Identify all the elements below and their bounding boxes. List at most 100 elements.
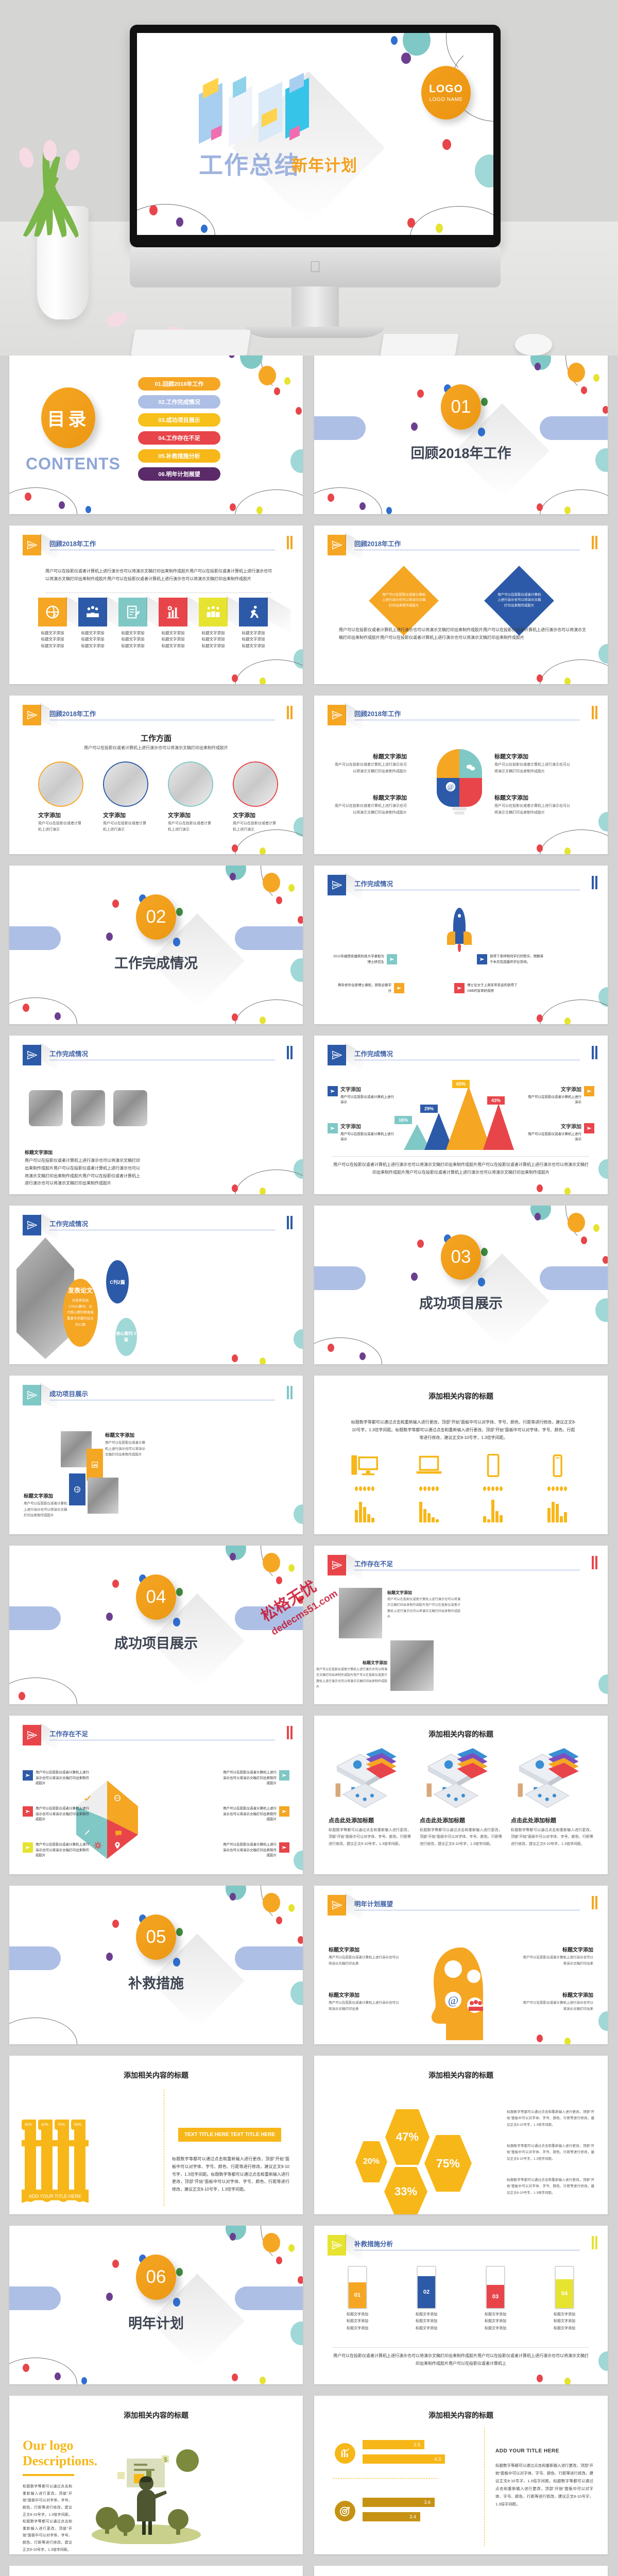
slide-head-diagram[interactable]: 明年计划展望 @ 标题文字添加 用户可以在投影仪或者计算机上进行演示也可以将演示… xyxy=(314,1886,608,2044)
section-number-06: 06 xyxy=(136,2255,176,2300)
slide-section-06[interactable]: 06 明年计划 xyxy=(9,2226,303,2384)
device-column-laptop[interactable] xyxy=(407,1454,451,1522)
dashed-divider xyxy=(484,2428,485,2546)
toc-item-06[interactable]: 06.明年计划展望 xyxy=(138,467,220,481)
papers-center-bubble[interactable]: 发表论文 共发表包括CSSCI期刊、北大核心期刊和省级重要学术期刊论文共12篇 xyxy=(63,1279,98,1347)
pinwheel-note-5[interactable]: 用户可以在投影仪或者计算机上进行演示也可以将演示文稿打印出来制作成胶片 xyxy=(23,1842,89,1859)
plane-icon xyxy=(23,1842,33,1853)
diamond-card-blue[interactable]: 用户可以在投影仪或者计算机上进行演示也可以将演示文稿打印出来制作成胶片 xyxy=(484,566,554,636)
slide-section-04[interactable]: 04 成功项目展示 xyxy=(9,1546,303,1704)
battery-column[interactable]: 02 标题文字添加标题文字添加标题文字添加 xyxy=(406,2266,447,2332)
pinwheel-note-4[interactable]: 用户可以在投影仪或者计算机上进行演示也可以将演示文稿打印出来制作成胶片 xyxy=(223,1806,289,1823)
rocket-note-2[interactable]: 获得了老师和同学们的赞许。预期将于本月完成最终学位答辩。 xyxy=(477,954,543,965)
slide-test-tubes[interactable]: 添加相关内容的标题 80% 42% 70% 60% ADD YOUR TITLE… xyxy=(9,2056,303,2214)
slide-section-02[interactable]: 02 工作完成情况 xyxy=(9,866,303,1024)
shortfall-item-2[interactable]: 标题文字添加 用户可以在投影仪或者计算机上进行演示也可以将演示文稿打印出来制作成… xyxy=(316,1660,387,1691)
diamond-card-orange[interactable]: 用户可以在投影仪或者计算机上进行演示也可以将演示文稿打印出来制作成胶片 xyxy=(369,566,439,636)
slide-review-diamonds[interactable]: 回顾2018年工作 用户可以在投影仪或者计算机上进行演示也可以将演示文稿打印出来… xyxy=(314,526,608,684)
shortfall-item-1[interactable]: 标题文字添加 用户可以在投影仪或者计算机上进行演示也可以将演示文稿打印出来制作成… xyxy=(387,1590,460,1621)
bar-chart-icon xyxy=(92,1462,98,1468)
battery-column[interactable]: 03 标题文字添加标题文字添加标题文字添加 xyxy=(475,2266,516,2332)
head-item-tr[interactable]: 标题文字添加 用户可以在投影仪或者计算机上进行演示也可以将演示文稿打印出来 xyxy=(521,1945,594,1968)
toc-item-05[interactable]: 05.补救措施分析 xyxy=(138,449,220,463)
pinwheel-note-3[interactable]: 用户可以在投影仪或者计算机上进行演示也可以将演示文稿打印出来制作成胶片 xyxy=(23,1806,89,1823)
slide-photo-strip[interactable]: 工作完成情况 标题文字添加 用户可以在投影仪或者计算机上进行演示也可以将演示文稿… xyxy=(9,1036,303,1194)
slide-hexagons[interactable]: 添加相关内容的标题 20% 47% 33% 75% 标题数字等都可以通过点击和重… xyxy=(314,2056,608,2214)
papers-bubble-core[interactable]: 核心期刊 3篇 xyxy=(115,1318,137,1356)
plane-icon xyxy=(328,1123,338,1133)
item-title: 标题文字添加 xyxy=(363,1660,387,1665)
icon-tile[interactable]: 标题文字添加标题文字添加标题文字添加 xyxy=(239,598,268,649)
slide-section-01[interactable]: 01 回顾2018年工作 xyxy=(314,355,608,514)
iso-card[interactable]: 点击此处添加标题 标题数字等都可以通过点击和重新输入进行更改，顶部“开始”面板中… xyxy=(511,1744,593,1848)
slide-published-papers[interactable]: 工作完成情况 发表论文 共发表包括CSSCI期刊、北大核心期刊和省级重要学术期刊… xyxy=(9,1206,303,1364)
bulb-item-bl[interactable]: 标题文字添加 用户可以在投影仪或者计算机上进行演示也可以将演示文稿打印出来制作成… xyxy=(335,793,407,816)
mountain-label-1[interactable]: 文字添加 用户可以在投影仪或者计算机上进行演示 xyxy=(328,1086,394,1106)
slide-header-title: 明年计划展望 xyxy=(354,1901,393,1908)
head-item-br[interactable]: 标题文字添加 用户可以在投影仪或者计算机上进行演示也可以将演示文稿打印出来 xyxy=(521,1991,594,2013)
battery-column[interactable]: 01 标题文字添加标题文字添加标题文字添加 xyxy=(337,2266,378,2332)
icon-tile[interactable]: 标题文字添加标题文字添加标题文字添加 xyxy=(38,598,67,649)
slide-lightbulb[interactable]: 回顾2018年工作 @ 标题文字添加 用户可以在投影仪或者计算机上 xyxy=(314,696,608,854)
aspect-card[interactable]: 文字添加 用户可以在投影仪或者计算机上进行演示 xyxy=(233,761,278,833)
slide-header: 回顾2018年工作 xyxy=(328,535,597,555)
toc-item-01[interactable]: 01.回顾2018年工作 xyxy=(138,377,220,391)
slide-section-03[interactable]: 03 成功项目展示 xyxy=(314,1206,608,1364)
slide-table-of-contents[interactable]: 目录 CONTENTS 01.回顾2018年工作 02.工作完成情况 03.成功… xyxy=(9,355,303,514)
slide-isometric-cards[interactable]: 添加相关内容的标题 xyxy=(314,1716,608,1874)
rocket-fin-right xyxy=(464,931,472,945)
aspect-card[interactable]: 文字添加 用户可以在投影仪或者计算机上进行演示 xyxy=(38,761,83,833)
globe-cursor-icon xyxy=(114,1795,121,1801)
slide-work-aspects[interactable]: 回顾2018年工作 工作方面 用户可以在投影仪或者计算机上进行演示也可以将演示文… xyxy=(9,696,303,854)
icon-tile[interactable]: 标题文字添加标题文字添加标题文字添加 xyxy=(78,598,107,649)
icon-tile[interactable]: 标题文字添加标题文字添加标题文字添加 xyxy=(159,598,187,649)
bulb-item-tr[interactable]: 标题文字添加 用户可以在投影仪或者计算机上进行演示也可以将演示文稿打印出来制作成… xyxy=(494,752,572,775)
pinwheel-note-6[interactable]: 用户可以在投影仪或者计算机上进行演示也可以将演示文稿打印出来制作成胶片 xyxy=(223,1842,289,1859)
mountain-label-3[interactable]: 文字添加 用户可以在投影仪或者计算机上进行演示 xyxy=(328,1123,394,1143)
pinwheel-note-2[interactable]: 用户可以在投影仪或者计算机上进行演示也可以将演示文稿打印出来制作成胶片 xyxy=(223,1770,289,1787)
iso-card[interactable]: 点击此处添加标题 标题数字等都可以通过点击和重新输入进行更改，顶部“开始”面板中… xyxy=(420,1744,502,1848)
slide-rocket-timeline[interactable]: 工作完成情况 2012年被西安建筑科技大学录取为博士研究生 xyxy=(314,866,608,1024)
battery-column[interactable]: 04 标题文字添加标题文字添加标题文字添加 xyxy=(544,2266,585,2332)
tube-value-4: 60% xyxy=(71,2120,84,2130)
papers-bubble-cjournal[interactable]: C刊2篇 xyxy=(106,1260,129,1303)
device-column-tablet[interactable] xyxy=(471,1453,514,1522)
toc-item-02[interactable]: 02.工作完成情况 xyxy=(138,395,220,409)
slide-area-charts[interactable]: 添加相关内容的标题 60% 50% 40% 30% 20% 10% 0% 点击此… xyxy=(9,2566,303,2576)
slide-pictogram[interactable]: 添加相关内容的标题 标题数字等都可以通过点击和重新输入进行更改，顶部“开始”面板… xyxy=(314,2566,608,2576)
slide-shortfall-photos[interactable]: 工作存在不足 标题文字添加 用户可以在投影仪或者计算机上进行演示也可以将演示文稿… xyxy=(314,1546,608,1704)
slide-icon-bars[interactable]: 添加相关内容的标题 2.5 4.3 3.6 2.4 xyxy=(314,2396,608,2554)
pinwheel-note-1[interactable]: 用户可以在投影仪或者计算机上进行演示也可以将演示文稿打印出来制作成胶片 xyxy=(23,1770,89,1787)
network-dot xyxy=(535,1213,541,1221)
iso-card[interactable]: 点击此处添加标题 标题数字等都可以通过点击和重新输入进行更改，顶部“开始”面板中… xyxy=(329,1744,411,1848)
slide-section-05[interactable]: 05 补救措施 xyxy=(9,1886,303,2044)
aspect-card[interactable]: 文字添加 用户可以在投影仪或者计算机上进行演示 xyxy=(168,761,213,833)
icon-tile[interactable]: 标题文字添加标题文字添加标题文字添加 xyxy=(199,598,228,649)
rocket-note-1[interactable]: 2012年被西安建筑科技大学录取为博士研究生 xyxy=(331,954,397,965)
mountain-label-2[interactable]: 文字添加 用户可以在投影仪或者计算机上进行演示 xyxy=(528,1086,594,1106)
success-item-1[interactable]: 标题文字添加 用户可以在投影仪或者计算机上进行演示也可以将演示文稿打印出来制作成… xyxy=(105,1431,147,1458)
device-column-desktop[interactable] xyxy=(343,1454,386,1522)
mountain-label-4[interactable]: 文字添加 用户可以在投影仪或者计算机上进行演示 xyxy=(528,1123,594,1143)
network-dot xyxy=(226,1546,246,1560)
success-item-2[interactable]: 标题文字添加 用户可以在投影仪或者计算机上进行演示也可以将演示文稿打印出来制作成… xyxy=(24,1492,68,1519)
toc-item-03[interactable]: 03.成功项目展示 xyxy=(138,413,220,427)
slide-our-logo[interactable]: 添加相关内容的标题 Our logo Descriptions. 标题数字等都可… xyxy=(9,2396,303,2554)
head-item-bl[interactable]: 标题文字添加 用户可以在投影仪或者计算机上进行演示也可以将演示文稿打印出来 xyxy=(329,1991,401,2013)
slide-pinwheel[interactable]: 工作存在不足 xyxy=(9,1716,303,1874)
slide-devices[interactable]: 添加相关内容的标题 标题数字等都可以通过点击和重新输入进行更改，顶部“开始”面板… xyxy=(314,1376,608,1534)
slide-success-photos[interactable]: 成功项目展示 标题文字添加 用户可以在投影仪或者计算机上进行演示也可以将演示文稿… xyxy=(9,1376,303,1534)
toc-item-04[interactable]: 04.工作存在不足 xyxy=(138,431,220,445)
year-2018-isometric xyxy=(199,73,353,147)
rocket-note-4[interactable]: 博士论文于上周非常幸运的获得了ABB的盲审好成绩 xyxy=(454,983,521,994)
icon-tile[interactable]: 标题文字添加标题文字添加标题文字添加 xyxy=(118,598,147,649)
slide-mountain-chart[interactable]: 工作完成情况 16% 29% 65% 43% xyxy=(314,1036,608,1194)
bulb-item-tl[interactable]: 标题文字添加 用户可以在投影仪或者计算机上进行演示也可以将演示文稿打印出来制作成… xyxy=(335,752,407,775)
aspect-card[interactable]: 文字添加 用户可以在投影仪或者计算机上进行演示 xyxy=(103,761,148,833)
bulb-item-br[interactable]: 标题文字添加 用户可以在投影仪或者计算机上进行演示也可以将演示文稿打印出来制作成… xyxy=(494,793,572,816)
head-item-tl[interactable]: 标题文字添加 用户可以在投影仪或者计算机上进行演示也可以将演示文稿打印出来 xyxy=(329,1945,401,1968)
device-column-phone[interactable] xyxy=(536,1454,579,1522)
slide-battery-progress[interactable]: 补救措施分析 01 标题文字添加标题文字添加标题文字添加 xyxy=(314,2226,608,2384)
slide-review-icons[interactable]: 回顾2018年工作 用户可以在投影仪或者计算机上进行演示也可以将演示文稿打印出来… xyxy=(9,526,303,684)
rocket-note-3[interactable]: 两年修毕全部博士课程，获取全额学分 xyxy=(338,983,404,994)
